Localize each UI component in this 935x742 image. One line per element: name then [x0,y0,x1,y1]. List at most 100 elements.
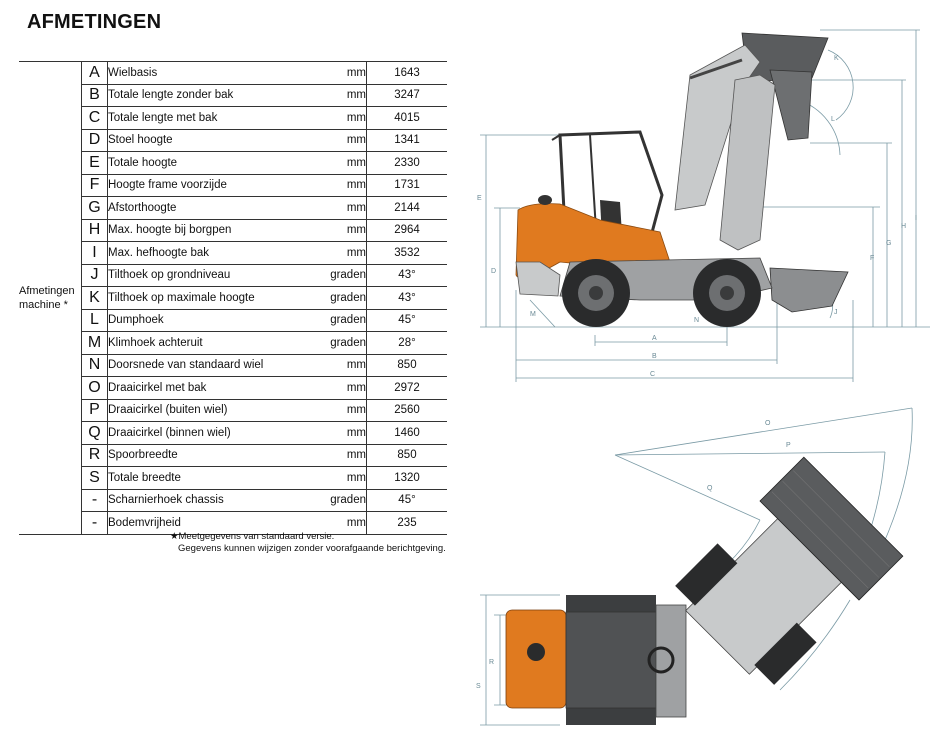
row-description: Tilthoek op grondniveau [107,264,318,287]
row-letter: - [81,511,108,535]
row-letter: M [81,331,108,355]
row-unit: mm [318,376,367,400]
row-description: Wielbasis [107,61,318,85]
dim-label-q: Q [707,485,713,492]
footnote-line-1: ★Meetgegevens van standaard versie. [170,531,335,542]
row-letter: G [81,196,108,220]
front-left-tire-shape [675,543,738,606]
row-value: 235 [366,511,447,535]
row-description: Spoorbreedte [107,444,318,467]
row-unit: mm [318,399,367,422]
row-value: 43° [366,286,447,310]
row-value: 1643 [366,61,447,85]
row-letter: A [81,61,108,85]
side-view-labels: A B C D E F G H I J K L M N [477,55,917,378]
row-unit: mm [318,241,367,265]
group-label: Afmetingen machine * [19,61,82,535]
row-letter: J [81,264,108,287]
dim-label-k: K [834,55,839,62]
row-unit: mm [318,61,367,85]
row-letter: Q [81,421,108,445]
dim-label-j: J [834,309,838,316]
dim-label-r: R [489,659,494,666]
row-description: Doorsnede van standaard wiel [107,354,318,377]
row-unit: graden [318,331,367,355]
dim-label-l: L [831,116,835,123]
row-description: Scharnierhoek chassis [107,489,318,512]
row-value: 4015 [366,106,447,130]
row-value: 3247 [366,84,447,107]
row-letter: C [81,106,108,130]
row-value: 850 [366,354,447,377]
row-value: 1341 [366,129,447,152]
row-value: 28° [366,331,447,355]
dim-label-d: D [491,268,496,275]
dim-label-g: G [886,240,891,247]
row-unit: mm [318,219,367,242]
dim-label-m: M [530,311,536,318]
rear-counterweight-shape [515,261,561,297]
lower-bucket-shape [769,267,849,313]
row-unit: mm [318,129,367,152]
row-letter: K [81,286,108,310]
row-value: 45° [366,309,447,332]
dim-label-o: O [765,420,771,427]
row-value: 2330 [366,151,447,175]
row-unit: graden [318,309,367,332]
footnote: ★Meetgegevens van standaard versie. Gege… [170,531,446,555]
row-unit: mm [318,511,367,535]
dim-label-f: F [870,255,874,262]
row-value: 850 [366,444,447,467]
row-description: Dumphoek [107,309,318,332]
row-value: 43° [366,264,447,287]
front-right-tire-shape [754,622,817,685]
row-description: Stoel hoogte [107,129,318,152]
row-description: Totale lengte zonder bak [107,84,318,107]
dim-label-a: A [652,335,657,342]
row-letter: - [81,489,108,512]
row-unit: mm [318,174,367,197]
row-description: Max. hoogte bij borgpen [107,219,318,242]
row-letter: P [81,399,108,422]
front-bucket-shape [759,456,904,601]
row-description: Draaicirkel (binnen wiel) [107,421,318,445]
row-unit: mm [318,444,367,467]
row-unit: mm [318,106,367,130]
row-unit: graden [318,489,367,512]
row-value: 45° [366,489,447,512]
row-letter: S [81,466,108,490]
cab-roof-shape [565,611,657,709]
row-letter: I [81,241,108,265]
dim-label-c: C [650,371,655,378]
page-title: AFMETINGEN [27,11,162,33]
row-letter: B [81,84,108,107]
row-value: 2560 [366,399,447,422]
row-description: Totale breedte [107,466,318,490]
row-unit: mm [318,84,367,107]
side-view-machine [515,32,849,327]
row-letter: E [81,151,108,175]
row-unit: graden [318,264,367,287]
dim-label-i: I [915,215,917,222]
row-letter: O [81,376,108,400]
row-value: 1320 [366,466,447,490]
top-view-machine [505,456,904,725]
dim-label-e: E [477,195,482,202]
side-view-drawing [480,29,930,382]
row-value: 2144 [366,196,447,220]
